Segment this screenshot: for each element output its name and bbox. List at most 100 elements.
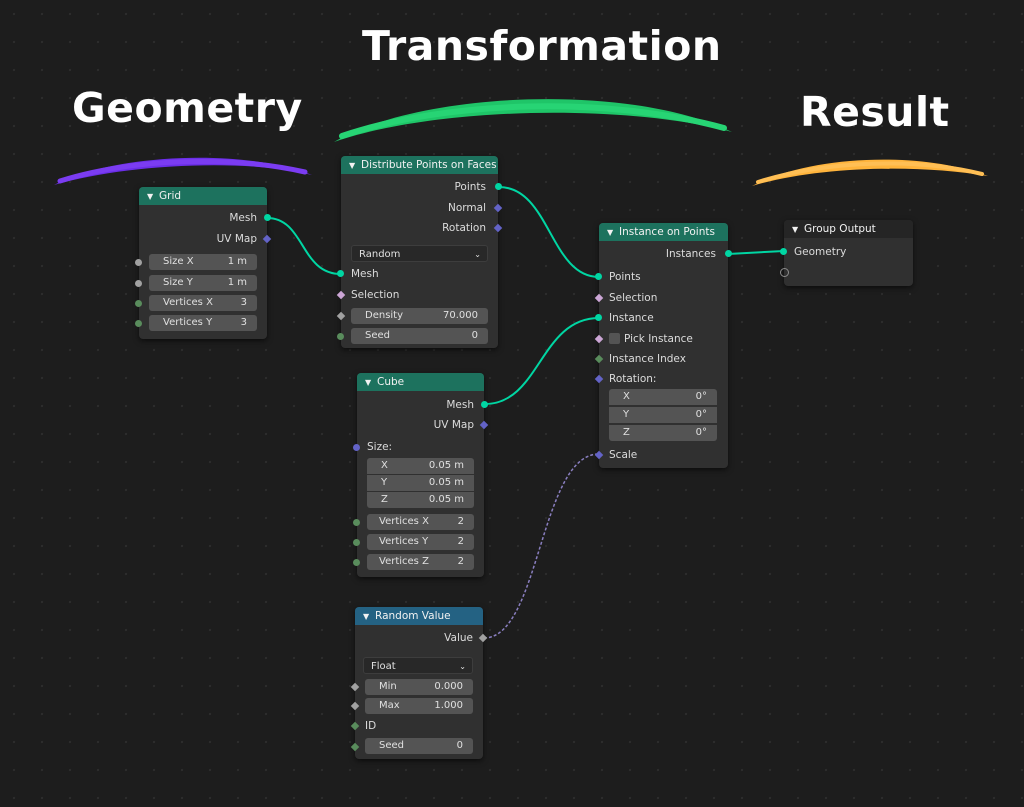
instance-on-points-input-selection: Selection	[609, 292, 658, 304]
distribute-mesh-input-socket[interactable]	[337, 270, 344, 277]
chevron-down-icon[interactable]: ▼	[363, 612, 370, 621]
distribute-mode-dropdown[interactable]: Random⌄	[351, 245, 488, 262]
instance-on-points-node-header[interactable]: ▼ Instance on Points	[599, 223, 728, 241]
distribute-rotation-socket[interactable]	[493, 223, 503, 233]
instance-on-points-input-instance: Instance	[609, 312, 654, 324]
rotation-label: Rotation:	[609, 373, 657, 385]
group-output-node[interactable]: ▼Group Output Geometry	[780, 220, 913, 286]
points-input-socket[interactable]	[595, 273, 602, 280]
distribute-input-mesh: Mesh	[351, 268, 379, 280]
grid-sizey-socket[interactable]	[135, 280, 142, 287]
random-value-node-title: Random Value	[375, 610, 451, 622]
scale-label: Scale	[609, 449, 638, 461]
chevron-down-icon[interactable]: ▼	[147, 192, 154, 201]
pick-instance-checkbox[interactable]	[609, 333, 620, 344]
result-heading: Result	[800, 88, 950, 136]
distribute-output-rotation: Rotation	[442, 222, 486, 234]
transformation-brush-stroke	[334, 99, 732, 142]
distribute-normal-socket[interactable]	[493, 203, 503, 213]
grid-sizex-socket[interactable]	[135, 259, 142, 266]
cube-uvmap-socket[interactable]	[479, 420, 489, 430]
cube-verticesz-socket[interactable]	[353, 559, 360, 566]
distribute-input-selection: Selection	[351, 289, 400, 301]
selection-input-socket[interactable]	[594, 293, 604, 303]
cube-node-header[interactable]: ▼ Cube	[357, 373, 484, 391]
group-output-geometry-label: Geometry	[794, 246, 847, 258]
distribute-output-normal: Normal	[448, 202, 486, 214]
pick-instance-socket[interactable]	[594, 334, 604, 344]
grid-node-header[interactable]: ▼Grid	[139, 187, 267, 205]
chevron-down-icon: ⌄	[474, 250, 481, 259]
grid-uvmap-socket[interactable]	[262, 234, 272, 244]
random-value-id-socket[interactable]	[350, 721, 360, 731]
cube-verticesy-socket[interactable]	[353, 539, 360, 546]
grid-mesh-socket[interactable]	[264, 214, 271, 221]
distribute-selection-socket[interactable]	[336, 290, 346, 300]
cube-verticesx-socket[interactable]	[353, 519, 360, 526]
distribute-points-node[interactable]: ▼Distribute Points on Faces Points Norma…	[336, 156, 503, 348]
chevron-down-icon[interactable]: ▼	[607, 228, 614, 237]
geometry-brush-stroke	[54, 157, 312, 185]
cube-mesh-socket[interactable]	[481, 401, 488, 408]
instance-on-points-node-title: Instance on Points	[619, 226, 715, 238]
distribute-points-socket[interactable]	[495, 183, 502, 190]
group-output-geometry-socket[interactable]	[780, 248, 787, 255]
geometry-heading: Geometry	[72, 84, 303, 132]
instances-output-socket[interactable]	[725, 250, 732, 257]
grid-verticesy-socket[interactable]	[135, 320, 142, 327]
instance-index-socket[interactable]	[594, 354, 604, 364]
distribute-seed-socket[interactable]	[337, 333, 344, 340]
distribute-node-header[interactable]: ▼Distribute Points on Faces	[341, 156, 498, 174]
random-value-type-dropdown[interactable]: Float⌄	[363, 657, 473, 674]
instance-on-points-output-instances: Instances	[665, 248, 716, 260]
random-value-node-header[interactable]: ▼ Random Value	[355, 607, 483, 625]
cube-size-label: Size:	[367, 441, 393, 453]
instance-input-socket[interactable]	[595, 314, 602, 321]
chevron-down-icon[interactable]: ▼	[349, 161, 356, 170]
chevron-down-icon: ⌄	[459, 662, 466, 671]
group-output-node-header[interactable]: ▼Group Output	[784, 220, 913, 238]
result-brush-stroke	[752, 159, 988, 186]
group-output-empty-socket[interactable]	[780, 268, 789, 277]
random-value-seed-socket[interactable]	[350, 742, 360, 752]
distribute-density-socket[interactable]	[336, 311, 346, 321]
cube-size-socket[interactable]	[353, 444, 360, 451]
chevron-down-icon[interactable]: ▼	[365, 378, 372, 387]
scale-input-socket[interactable]	[594, 450, 604, 460]
instance-on-points-node[interactable]: ▼ Instance on Points Instances Points Sel…	[594, 223, 732, 468]
chevron-down-icon[interactable]: ▼	[792, 225, 799, 234]
grid-verticesx-socket[interactable]	[135, 300, 142, 307]
random-value-output-value: Value	[444, 632, 473, 644]
instance-on-points-input-points: Points	[609, 271, 641, 283]
random-value-output-socket[interactable]	[478, 633, 488, 643]
distribute-output-points: Points	[454, 181, 486, 193]
cube-node-title: Cube	[377, 376, 405, 388]
random-value-max-socket[interactable]	[350, 701, 360, 711]
pick-instance-label: Pick Instance	[624, 333, 693, 345]
instance-index-label: Instance Index	[609, 353, 686, 365]
rotation-input-socket[interactable]	[594, 374, 604, 384]
random-value-min-socket[interactable]	[350, 682, 360, 692]
